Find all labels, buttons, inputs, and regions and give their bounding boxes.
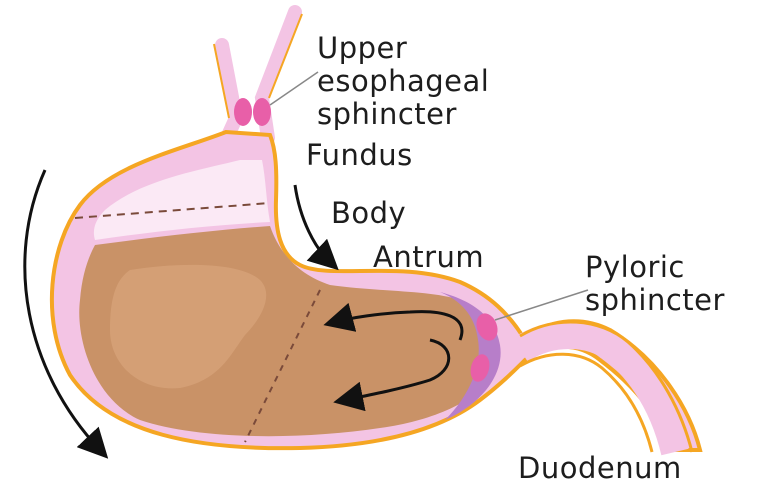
upper-sphincter <box>234 98 271 126</box>
upper-label-line-3: sphincter <box>317 98 489 131</box>
pyloric-sphincter-label: Pyloric sphincter <box>585 251 725 317</box>
upper-label-line-2: esophageal <box>317 65 489 98</box>
fundus-label: Fundus <box>306 139 413 172</box>
upper-esophageal-sphincter-label: Upper esophageal sphincter <box>317 32 489 131</box>
pyloric-label-line-2: sphincter <box>585 284 725 317</box>
antrum-label: Antrum <box>373 241 484 274</box>
pyloric-leader <box>495 290 588 320</box>
duodenum-label: Duodenum <box>518 452 682 485</box>
pyloric-label-line-1: Pyloric <box>585 251 725 284</box>
peristalsis-arrow-body <box>295 185 330 262</box>
body-label: Body <box>331 197 406 230</box>
upper-label-line-1: Upper <box>317 32 489 65</box>
duodenum <box>520 335 675 452</box>
